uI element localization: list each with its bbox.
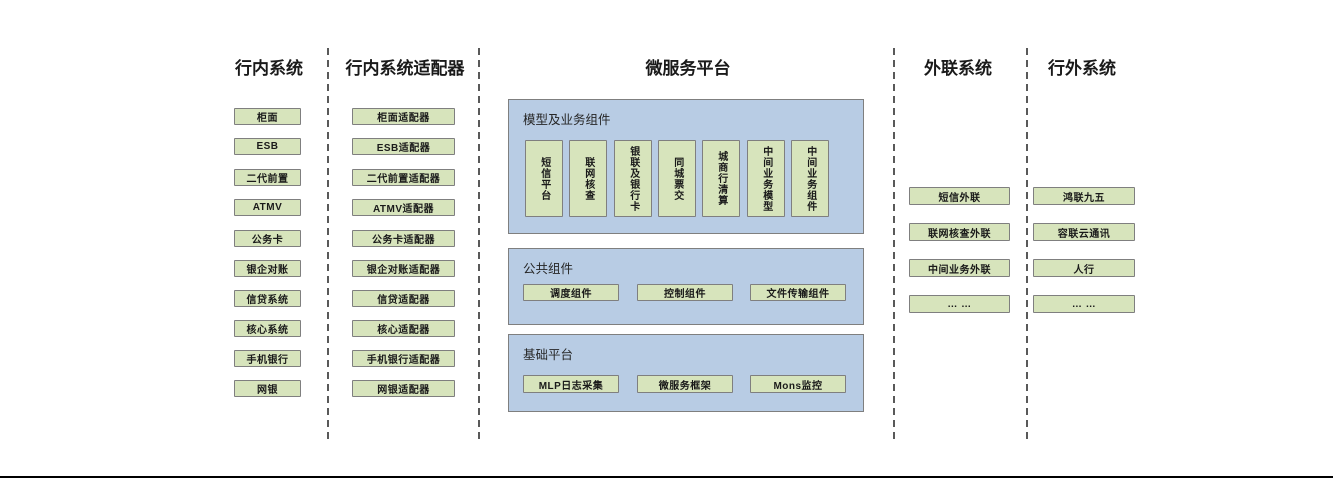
internal-system-box: 网银: [234, 380, 301, 397]
group-title: 公共组件: [523, 262, 574, 276]
group-title: 基础平台: [523, 348, 574, 362]
internal-system-box: 柜面: [234, 108, 301, 125]
column-header-internal-adapters: 行内系统适配器: [345, 59, 465, 78]
common-component-box: 控制组件: [637, 284, 733, 301]
adapter-box: 手机银行适配器: [352, 350, 455, 367]
model-component-box: 中间业务组件: [791, 140, 829, 217]
model-component-box: 银联及银行卡: [614, 140, 652, 217]
model-component-box: 联网核查: [569, 140, 607, 217]
dashed-separator-1: [327, 48, 329, 442]
adapter-box: ESB适配器: [352, 138, 455, 155]
base-component-box: Mons监控: [750, 375, 846, 393]
internal-system-box: 核心系统: [234, 320, 301, 337]
column-header-internal-systems: 行内系统: [235, 59, 303, 78]
group-base-platform: 基础平台 MLP日志采集 微服务框架 Mons监控: [508, 334, 864, 412]
adapter-box: 柜面适配器: [352, 108, 455, 125]
model-component-box: 同城票交: [658, 140, 696, 217]
group-model-business-components: 模型及业务组件 短信平台 联网核查 银联及银行卡 同城票交 城商行清算 中间业务…: [508, 99, 864, 234]
column-header-external-systems: 行外系统: [1048, 59, 1116, 78]
dashed-separator-3: [893, 48, 895, 442]
external-system-box-ellipsis: … …: [1033, 295, 1135, 313]
model-component-box: 城商行清算: [702, 140, 740, 217]
outreach-box: 中间业务外联: [909, 259, 1010, 277]
external-system-box: 容联云通讯: [1033, 223, 1135, 241]
dashed-separator-2: [478, 48, 480, 442]
internal-system-box: 二代前置: [234, 169, 301, 186]
adapter-box: 信贷适配器: [352, 290, 455, 307]
bottom-rule: [0, 476, 1333, 478]
outreach-box-ellipsis: … …: [909, 295, 1010, 313]
internal-system-box: 公务卡: [234, 230, 301, 247]
internal-system-box: 信贷系统: [234, 290, 301, 307]
internal-system-box: ATMV: [234, 199, 301, 216]
base-component-box: 微服务框架: [637, 375, 733, 393]
adapter-box: ATMV适配器: [352, 199, 455, 216]
adapter-box: 核心适配器: [352, 320, 455, 337]
outreach-box: 短信外联: [909, 187, 1010, 205]
column-header-microservice-platform: 微服务平台: [645, 59, 731, 78]
adapter-box: 二代前置适配器: [352, 169, 455, 186]
common-component-box: 调度组件: [523, 284, 619, 301]
adapter-box: 公务卡适配器: [352, 230, 455, 247]
base-component-box: MLP日志采集: [523, 375, 619, 393]
internal-system-box: 银企对账: [234, 260, 301, 277]
common-component-box: 文件传输组件: [750, 284, 846, 301]
external-system-box: 人行: [1033, 259, 1135, 277]
dashed-separator-4: [1026, 48, 1028, 442]
column-header-outreach-systems: 外联系统: [924, 59, 992, 78]
adapter-box: 银企对账适配器: [352, 260, 455, 277]
internal-system-box: ESB: [234, 138, 301, 155]
adapter-box: 网银适配器: [352, 380, 455, 397]
internal-system-box: 手机银行: [234, 350, 301, 367]
external-system-box: 鸿联九五: [1033, 187, 1135, 205]
model-component-box: 短信平台: [525, 140, 563, 217]
group-common-components: 公共组件 调度组件 控制组件 文件传输组件: [508, 248, 864, 325]
model-component-box: 中间业务模型: [747, 140, 785, 217]
outreach-box: 联网核查外联: [909, 223, 1010, 241]
group-title: 模型及业务组件: [523, 113, 611, 127]
